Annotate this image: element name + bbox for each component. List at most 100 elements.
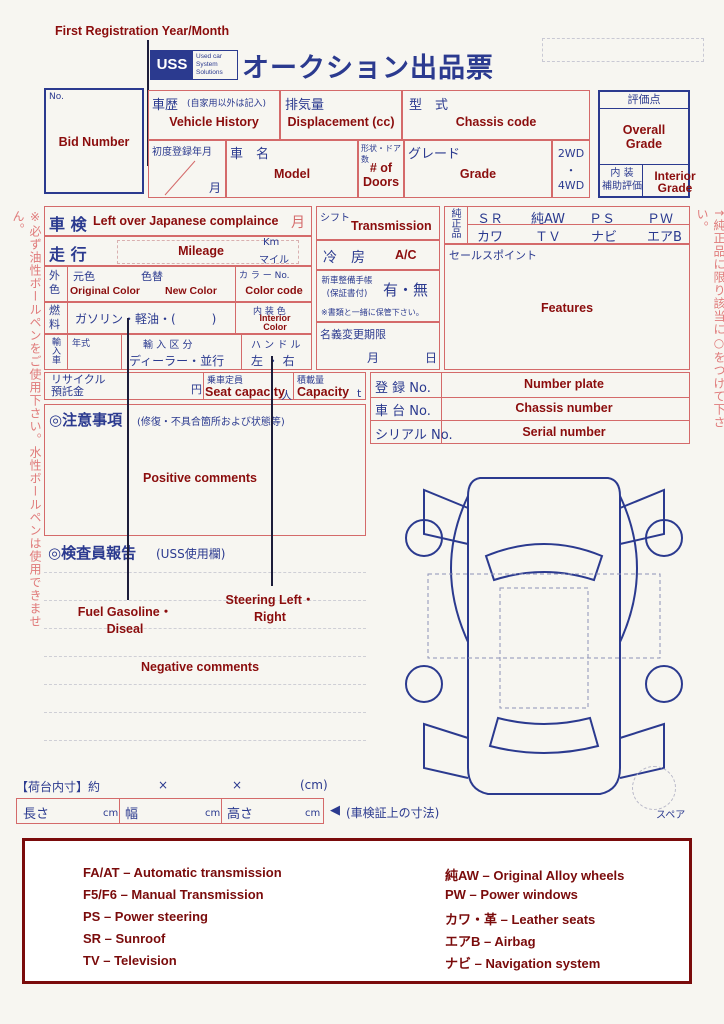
chassis-jp: 車 台 No. [375, 404, 431, 419]
maintenance-cell: 新車整備手帳 (保証書付) 有・無 ※書類と一緒に保管下さい。 [316, 270, 440, 322]
bid-number-box: No. Bid Number [44, 88, 144, 194]
name-change-cell: 名義変更期限 月 日 [316, 322, 440, 370]
fuel-jp-1: 燃 [49, 304, 60, 317]
load-jp: 積載量 [297, 376, 325, 386]
person-jp: 人 [281, 389, 292, 402]
cargo-unit: (cm) [300, 778, 328, 792]
drive-dot: ・ [565, 164, 577, 177]
right-side-note: ↑純正品に限り該当に○をつけて下さい。 [695, 208, 724, 430]
grade-label-jp: 評価点 [600, 92, 688, 109]
chassis-en: Chassis number [515, 401, 613, 415]
cargo-label-jp: 【荷台内寸】約 [16, 780, 101, 794]
interior-grade-en: Interior Grade [654, 169, 696, 195]
width-cm: cm [205, 808, 221, 819]
cargo-dimensions: 長さ cm 幅 cm 高さ cm [16, 798, 324, 824]
bid-number-caption: Bid Number [58, 135, 130, 149]
first-registration-caption: First Registration Year/Month [55, 24, 230, 38]
import-class-jp: 輸 入 区 分 [143, 340, 193, 351]
legend-left-1: F5/F6 – Manual Transmission [83, 887, 264, 902]
registration-block: 登 録 No. 車 台 No. シリアル No. Number plate Ch… [370, 372, 690, 444]
vehicle-history-cell: 車歴 (自家用以外は記入) Vehicle History [148, 90, 280, 140]
serial-en: Serial number [522, 425, 606, 439]
equip-ps: ＰＳ [589, 212, 616, 227]
doors-en: # of Doors [362, 161, 400, 189]
interior-jp: 内 装 補助評価 [602, 167, 642, 193]
interior-color-en: Interior Color [259, 313, 291, 332]
name-change-jp: 名義変更期限 [320, 328, 386, 341]
model-en: Model [273, 167, 311, 181]
legend-right-3: エアB – Airbag [445, 934, 536, 949]
repaint-jp: 色替 [141, 270, 163, 283]
model-type-jp: 型 式 [409, 98, 449, 113]
cargo-note-jp: (車検証上の寸法) [346, 806, 440, 820]
cargo-x1: × [158, 778, 169, 792]
color-cell: 外 色 元色 色替 Original Color New Color カ ラ ー… [44, 266, 312, 302]
form-title: オークション出品票 [242, 53, 494, 84]
new-color-en: New Color [165, 285, 217, 297]
doors-jp: 形状・ドア数 [361, 144, 401, 164]
mileage-cell: 走 行 Mileage Km マイル [44, 236, 312, 266]
yen-jp: 円 [191, 383, 202, 396]
legend-right-1: PW – Power windows [445, 887, 578, 902]
inspector-title-sub-jp: (USS使用欄) [156, 547, 226, 561]
equipment-grid: ＳＲ 純AW ＰＳ ＰＷ カワ ＴＶ ナビ エアB [467, 207, 689, 245]
cargo-x2: × [232, 778, 243, 792]
fuel-jp-2: 料 [49, 318, 60, 331]
legend-left-2: PS – Power steering [83, 909, 208, 924]
outer-color-jp-2: 色 [49, 283, 60, 296]
color-code-en: Color code [245, 285, 303, 297]
shift-jp: シフト [320, 213, 350, 224]
logo-subtext: Used car System Solutions [196, 53, 223, 76]
2wd-label: 2WD [557, 147, 585, 160]
original-color-jp: 元色 [73, 270, 95, 283]
km-label: Km [263, 237, 280, 248]
legend-right-2: カワ・革 – Leather seats [445, 912, 596, 927]
mileage-jp: 走 行 [49, 245, 87, 264]
ac-jp: 冷 房 [323, 250, 365, 266]
vehicle-history-jp-sub: (自家用以外は記入) [187, 99, 267, 109]
capacity-jp: 乗車定員 [207, 376, 244, 386]
plate-jp: 登 録 No. [375, 381, 431, 396]
ac-en: A/C [395, 248, 417, 262]
negative-comments-en: Negative comments [140, 660, 260, 674]
shift-cell: シフト Transmission [316, 206, 440, 240]
positive-comments-en: Positive comments [143, 471, 257, 485]
fuel-jp: 燃 料 [49, 304, 60, 332]
first-reg-slash-icon [164, 160, 196, 196]
dealer-jp: ディーラー・並行 [129, 354, 225, 368]
displacement-cell: 排気量 Displacement (cc) [280, 90, 402, 140]
uss-logo: USS Used car System Solutions [150, 50, 238, 80]
capacity-en: Capacity [297, 385, 350, 399]
equip-tv: ＴＶ [535, 230, 562, 245]
width-jp: 幅 [125, 807, 139, 822]
spare-jp: スペア [656, 810, 686, 821]
original-color-en: Original Color [70, 285, 141, 297]
grade-en: Grade [459, 167, 497, 181]
shaken-cell: 車 検 Left over Japanese complaince 月 [44, 206, 312, 236]
transmission-en: Transmission [351, 219, 432, 233]
serial-jp: シリアル No. [375, 428, 453, 443]
mileage-en: Mileage [178, 244, 224, 258]
recycle-row: リサイクル 預託金 円 乗車定員 Seat capacity 人 積載量 Cap… [44, 372, 366, 402]
notes-title-jp: ◎注意事項 [49, 411, 123, 429]
bid-no-label: No. [49, 92, 64, 102]
fuel-cell: 燃 料 ガソリン・軽油・( ) 内 装 色 Interior Color [44, 302, 312, 334]
interior-color-jp: 内 装 色 [253, 307, 286, 317]
legend-left-4: TV – Television [83, 953, 177, 968]
equip-sr: ＳＲ [477, 212, 504, 227]
equip-airbag: エアB [647, 230, 682, 245]
equip-aw: 純AW [531, 212, 566, 227]
equipment-cell: 純正品 ＳＲ 純AW ＰＳ ＰＷ カワ ＴＶ ナビ エアB [444, 206, 690, 245]
color-no-jp: カ ラ ー No. [239, 271, 290, 281]
notes-title-sub-jp: (修復・不具合箇所および状態等) [137, 417, 285, 428]
drive-cell: 2WD ・ 4WD [552, 140, 590, 198]
4wd-label: 4WD [557, 179, 585, 192]
shaken-en: Left over Japanese complaince [93, 214, 279, 228]
handle-jp: ハ ン ド ル [251, 340, 301, 351]
doors-cell: 形状・ドア数 # of Doors [358, 140, 404, 198]
first-reg-month-jp: 月 [209, 181, 222, 195]
length-jp: 長さ [23, 807, 50, 822]
left-side-note: ※必ず油性ボールペンをご使用下さい。水性ボールペンは使用できません。 [11, 210, 42, 628]
length-cm: cm [103, 808, 119, 819]
legend-left-3: SR – Sunroof [83, 931, 166, 946]
